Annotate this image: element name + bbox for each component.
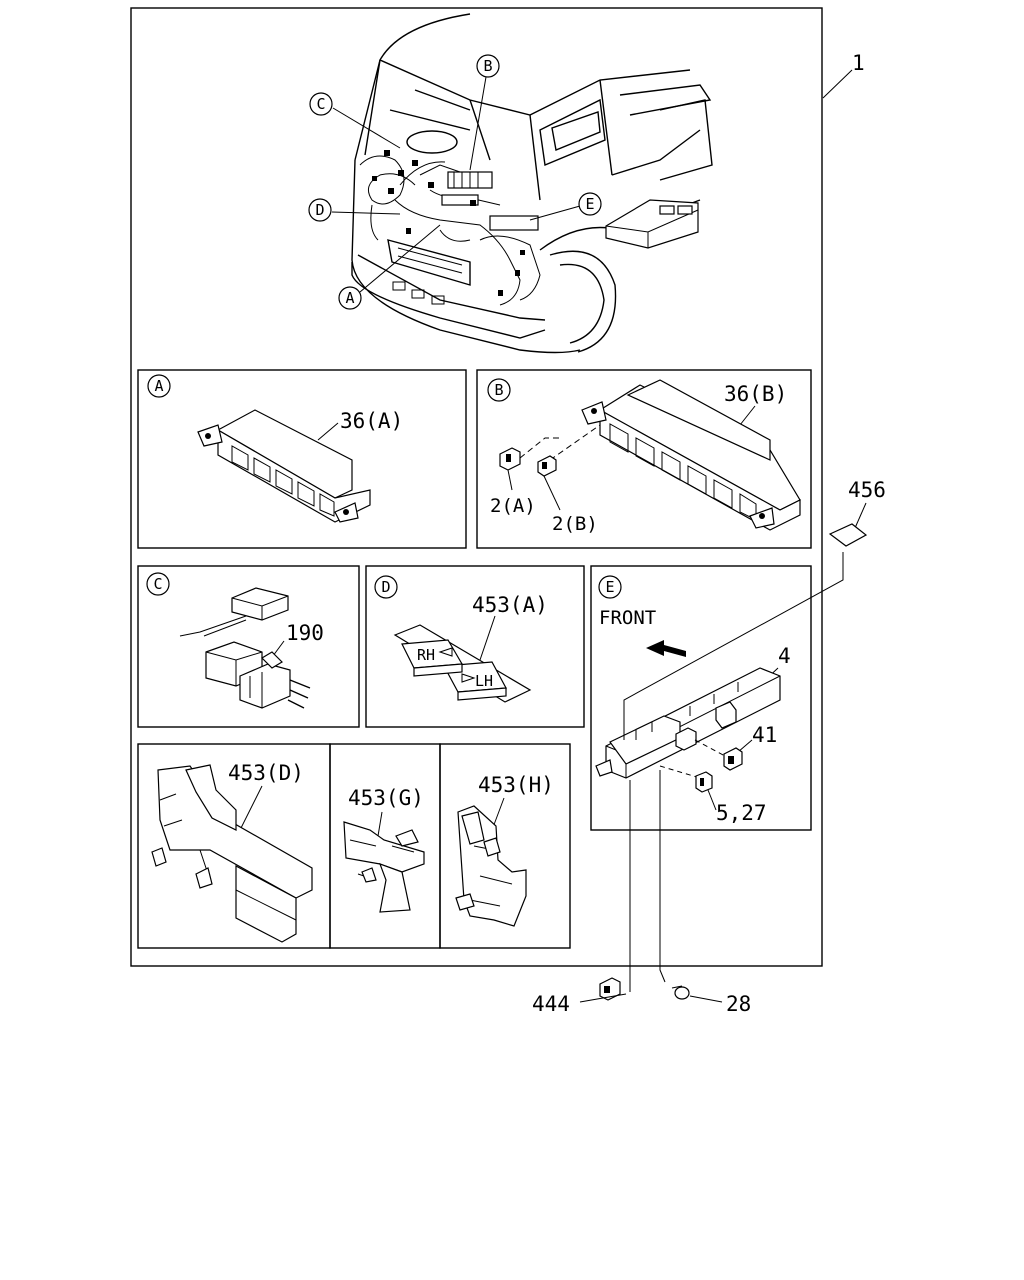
overview-marker-e-text: E	[585, 195, 594, 213]
callout-1: 1	[852, 51, 865, 75]
panel-a: A 36(A)	[137, 369, 467, 549]
relay-5-27	[695, 771, 713, 793]
callout-36a: 36(A)	[340, 409, 403, 433]
panel-453d: 453(D)	[137, 743, 331, 949]
overview-marker-c-text: C	[316, 95, 325, 113]
truck-overview	[331, 13, 713, 354]
fuse-lh-text: LH	[475, 672, 493, 690]
panel-b-letter: B	[494, 381, 503, 399]
callout-2b: 2(B)	[552, 513, 598, 535]
panel-e-letter: E	[605, 578, 614, 596]
overview-marker-e: E	[578, 192, 602, 216]
callout-453a: 453(A)	[472, 593, 548, 617]
callout-5-27: 5,27	[716, 801, 767, 825]
bracket-453h	[455, 805, 527, 927]
battery-box	[605, 199, 699, 249]
part-456: 456	[828, 478, 886, 547]
connector-2b	[537, 455, 557, 477]
fuse-label-453a: RH LH	[393, 624, 532, 703]
callout-190: 190	[286, 621, 324, 645]
diagram-frame	[130, 7, 823, 967]
panel-b: B 36(B) 2(A) 2(B)	[476, 369, 812, 549]
screw-28	[671, 985, 690, 1000]
bracket-453g	[343, 821, 425, 913]
panel-d: D 453(A) RH LH	[365, 565, 585, 728]
panel-e: E FRONT 4 41 5,27	[590, 565, 812, 831]
front-label: FRONT	[599, 607, 656, 629]
fuse-rh-text: RH	[417, 646, 435, 664]
panel-d-letter: D	[381, 578, 390, 596]
relay-190	[179, 587, 311, 709]
callout-453d: 453(D)	[228, 761, 304, 785]
connector-2a	[499, 447, 521, 471]
callout-453g: 453(G)	[348, 786, 424, 810]
overview-marker-d: D	[308, 198, 332, 222]
overview-marker-b: B	[476, 54, 500, 78]
callout-4: 4	[778, 644, 791, 668]
clip-444	[599, 977, 621, 1001]
overview-marker-b-text: B	[483, 57, 492, 75]
callout-36b: 36(B)	[724, 382, 787, 406]
wiring-harness	[359, 150, 541, 306]
overview-marker-a: A	[338, 286, 362, 310]
relay-bracket-4	[595, 667, 781, 779]
panel-453h: 453(H)	[439, 743, 571, 949]
front-arrow-icon	[646, 640, 686, 657]
callout-28: 28	[726, 992, 751, 1016]
overview-marker-a-text: A	[345, 289, 354, 307]
panel-a-letter: A	[154, 377, 163, 395]
callout-456: 456	[848, 478, 886, 502]
harness-cover-36b	[581, 379, 801, 531]
overview-marker-d-text: D	[315, 201, 324, 219]
panel-c-letter: C	[153, 575, 162, 593]
callout-2a: 2(A)	[490, 495, 536, 517]
harness-cover-36a	[197, 409, 371, 523]
callout-41: 41	[752, 723, 777, 747]
bracket-453d	[151, 764, 313, 943]
panel-453g: 453(G)	[329, 743, 441, 949]
panel-c: C 190	[137, 565, 360, 728]
callout-444: 444	[532, 992, 570, 1016]
callout-453h: 453(H)	[478, 773, 554, 797]
overview-marker-c: C	[309, 92, 333, 116]
clip-41	[723, 747, 743, 771]
